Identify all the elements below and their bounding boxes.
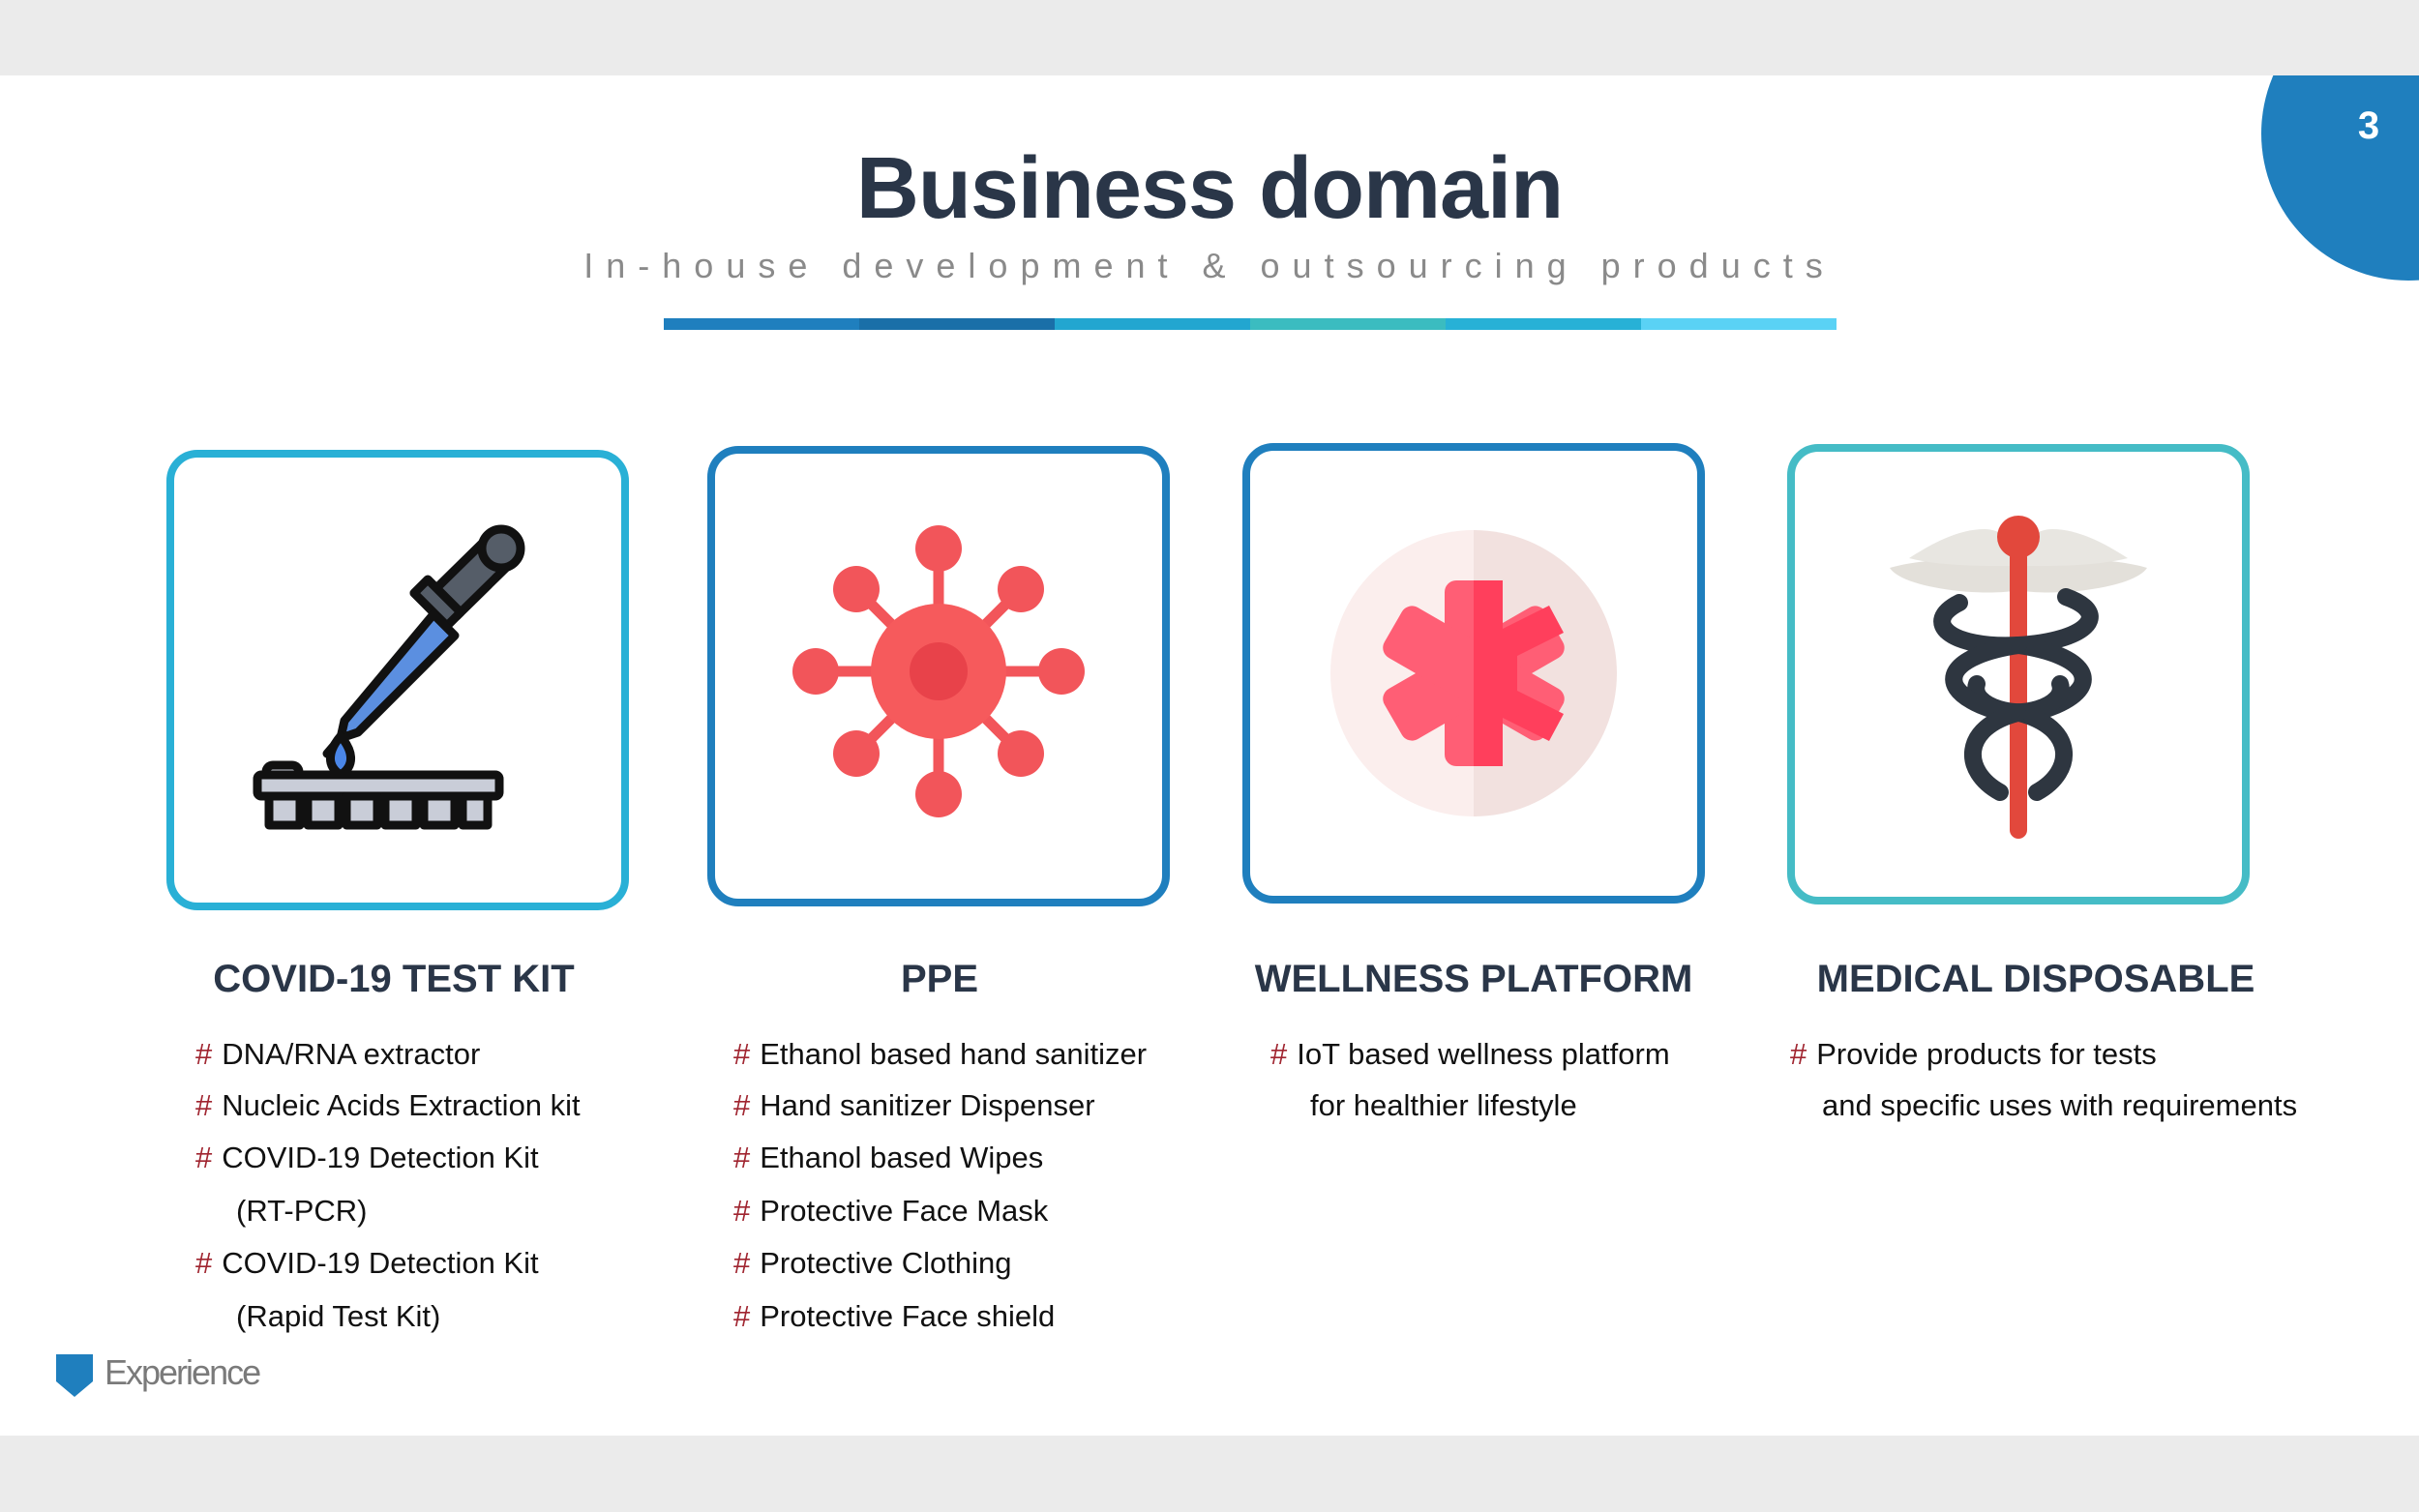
card-covid-test-kit [166,450,629,910]
list-item: (Rapid Test Kit) [236,1299,440,1334]
list-item-text: DNA/RNA extractor [222,1037,481,1071]
page-subtitle: In-house development & outsourcing produ… [583,246,1836,285]
card-medical-disposable [1787,444,2250,904]
page-number: 3 [2357,104,2380,147]
caduceus-icon [1890,516,2147,839]
footer-logo-text: Experience [105,1352,261,1392]
list-item: # COVID-19 Detection Kit [195,1141,539,1175]
page-title: Business domain [855,140,1564,237]
bullet-hash: # [733,1141,751,1174]
bullet-hash: # [1790,1037,1807,1071]
dropper-icon [253,524,525,830]
category-title-ppe: PPE [900,958,979,1000]
list-item: # IoT based wellness platform [1270,1037,1670,1072]
list-item: (RT-PCR) [236,1194,367,1229]
card-ppe [707,446,1170,906]
shield-logo-icon [56,1354,93,1397]
list-item-text: Provide products for tests [1816,1037,2157,1071]
card-wellness-platform [1242,443,1705,904]
divider-segment [1250,318,1446,330]
virus-icon [792,525,1085,817]
list-item-text: COVID-19 Detection Kit [222,1246,539,1280]
list-item-text: Nucleic Acids Extraction kit [222,1088,581,1122]
bullet-hash: # [1270,1037,1288,1071]
list-item: # COVID-19 Detection Kit [195,1246,539,1281]
divider-segment [859,318,1055,330]
divider-segment [1641,318,1837,330]
bullet-hash: # [733,1037,751,1071]
divider-segment [1055,318,1250,330]
list-item-text: Ethanol based Wipes [760,1141,1044,1174]
list-item-text: for healthier lifestyle [1310,1088,1577,1122]
list-item-text: IoT based wellness platform [1297,1037,1670,1071]
list-item: # Nucleic Acids Extraction kit [195,1088,581,1123]
list-item: # Protective Clothing [733,1246,1011,1281]
bullet-hash: # [195,1141,213,1174]
list-item-text: Protective Clothing [760,1246,1012,1280]
bullet-hash: # [195,1037,213,1071]
list-item: # Provide products for tests [1790,1037,2157,1072]
bullet-hash: # [733,1299,751,1333]
category-title-medical-disposable: MEDICAL DISPOSABLE [1816,958,2255,1000]
list-item-text: (RT-PCR) [236,1194,368,1228]
list-item: and specific uses with requirements [1822,1088,2297,1123]
category-title-wellness-platform: WELLNESS PLATFORM [1254,958,1693,1000]
medical-star-icon [1330,530,1617,816]
list-item: # DNA/RNA extractor [195,1037,480,1072]
list-item-text: Protective Face Mask [760,1194,1049,1228]
bullet-hash: # [733,1246,751,1280]
divider-segment [1446,318,1641,330]
bullet-hash: # [733,1194,751,1228]
list-item-text: Hand sanitizer Dispenser [760,1088,1095,1122]
bullet-hash: # [195,1088,213,1122]
list-item-text: Protective Face shield [760,1299,1056,1333]
list-item-text: COVID-19 Detection Kit [222,1141,539,1174]
list-item: for healthier lifestyle [1310,1088,1577,1123]
list-item: # Ethanol based hand sanitizer [733,1037,1147,1072]
bullet-hash: # [195,1246,213,1280]
divider-segment [664,318,859,330]
bullet-hash: # [733,1088,751,1122]
list-item: # Hand sanitizer Dispenser [733,1088,1095,1123]
list-item: # Ethanol based Wipes [733,1141,1043,1175]
list-item: # Protective Face shield [733,1299,1055,1334]
list-item: # Protective Face Mask [733,1194,1048,1229]
slide: 3 Business domain In-house development &… [0,75,2419,1436]
list-item-text: (Rapid Test Kit) [236,1299,441,1333]
list-item-text: Ethanol based hand sanitizer [760,1037,1148,1071]
list-item-text: and specific uses with requirements [1822,1088,2298,1122]
category-title-covid-test-kit: COVID-19 TEST KIT [213,958,575,1000]
title-divider [664,318,1837,330]
